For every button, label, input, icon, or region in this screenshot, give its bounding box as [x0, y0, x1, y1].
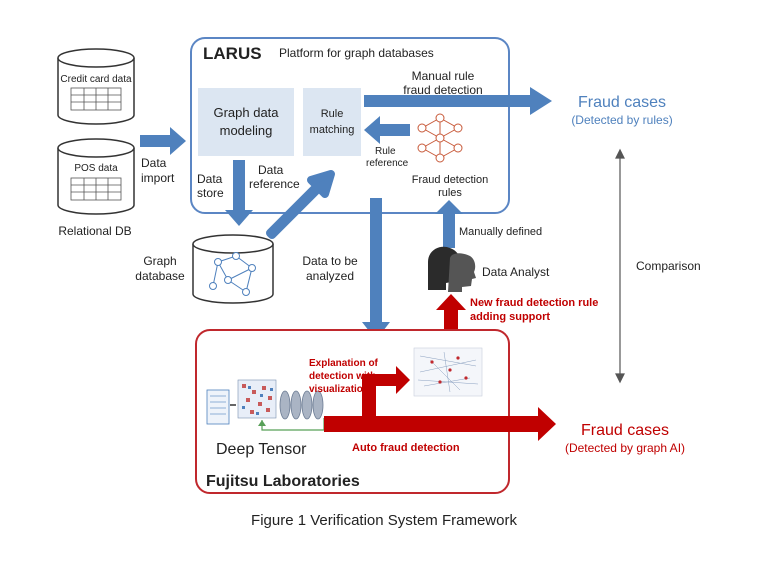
- data-import-label-line2: import: [141, 171, 175, 185]
- data-to-be-analyzed-line1: Data to be: [302, 254, 358, 268]
- fraud-cases-ai-title: Fraud cases: [581, 422, 669, 439]
- pos-data-cylinder: POS data: [57, 138, 135, 215]
- visualization-thumbnail: [413, 347, 483, 397]
- graph-database-line2: database: [135, 269, 185, 283]
- data-store-arrow: [225, 160, 253, 226]
- pos-table-icon: [70, 177, 122, 201]
- manually-defined-label: Manually defined: [459, 226, 542, 238]
- data-reference-arrow: [266, 170, 335, 239]
- data-analyst-icon: [428, 246, 476, 292]
- rule-matching-line1: Rule: [321, 108, 344, 120]
- data-reference-line2: reference: [249, 177, 300, 191]
- credit-card-data-label: Credit card data: [60, 74, 132, 85]
- fraud-cases-rules-subtitle: (Detected by rules): [571, 113, 672, 127]
- data-import-label-line1: Data: [141, 156, 167, 170]
- graph-database-line1: Graph: [143, 254, 176, 268]
- data-to-be-analyzed-arrow: [362, 198, 390, 340]
- deep-tensor-illustration: [206, 379, 325, 431]
- deep-tensor-label: Deep Tensor: [216, 441, 307, 458]
- credit-card-table-icon: [70, 87, 122, 111]
- manual-rule-line1: Manual rule: [412, 69, 475, 83]
- explanation-line2: detection with: [309, 371, 376, 382]
- comparison-double-arrow: [615, 148, 625, 384]
- fraud-detection-rules-line1: Fraud detection: [412, 174, 488, 186]
- explanation-line3: visualization: [309, 384, 369, 395]
- data-import-arrow: [140, 127, 186, 155]
- fraud-detection-rules-line2: rules: [438, 187, 462, 199]
- larus-title: LARUS: [203, 44, 262, 63]
- data-analyst-label: Data Analyst: [482, 265, 550, 279]
- figure-caption: Figure 1 Verification System Framework: [251, 512, 517, 529]
- fraud-cases-rules-title: Fraud cases: [578, 94, 666, 111]
- credit-card-data-cylinder: Credit card data: [57, 48, 135, 125]
- new-rule-line1: New fraud detection rule: [470, 297, 598, 309]
- fraud-cases-ai-subtitle: (Detected by graph AI): [565, 441, 685, 455]
- rule-reference-line1: Rule: [375, 146, 396, 157]
- new-rule-support-arrow: [436, 294, 466, 342]
- graph-network-icon: [209, 252, 256, 296]
- neural-network-icon: [417, 113, 463, 163]
- auto-fraud-detection-arrow: [324, 407, 556, 441]
- rule-reference-arrow: [364, 116, 410, 144]
- auto-fraud-detection-label: Auto fraud detection: [352, 442, 460, 454]
- comparison-label: Comparison: [636, 259, 701, 273]
- manually-defined-arrow: [435, 200, 463, 248]
- data-store-line1: Data: [197, 172, 223, 186]
- graph-data-modeling-line1: Graph data: [213, 105, 279, 120]
- fujitsu-title: Fujitsu Laboratories: [206, 473, 360, 490]
- relational-db-caption: Relational DB: [58, 224, 131, 238]
- graph-data-modeling-line2: modeling: [220, 123, 273, 138]
- pos-data-label: POS data: [74, 163, 118, 174]
- manual-rule-line2: fraud detection: [403, 83, 482, 97]
- manual-rule-detection-arrow: [364, 87, 552, 115]
- explanation-line1: Explanation of: [309, 358, 379, 369]
- graph-data-modeling-box: [198, 88, 294, 156]
- new-rule-line2: adding support: [470, 311, 550, 323]
- explanation-arrow: [362, 366, 410, 422]
- rule-matching-box: [303, 88, 361, 156]
- data-store-line2: store: [197, 186, 224, 200]
- data-to-be-analyzed-line2: analyzed: [306, 269, 354, 283]
- larus-subtitle: Platform for graph databases: [279, 46, 434, 60]
- rule-matching-line2: matching: [310, 124, 355, 136]
- rule-reference-line2: reference: [366, 158, 409, 169]
- data-reference-line1: Data: [258, 163, 284, 177]
- graph-database-cylinder: [192, 234, 274, 304]
